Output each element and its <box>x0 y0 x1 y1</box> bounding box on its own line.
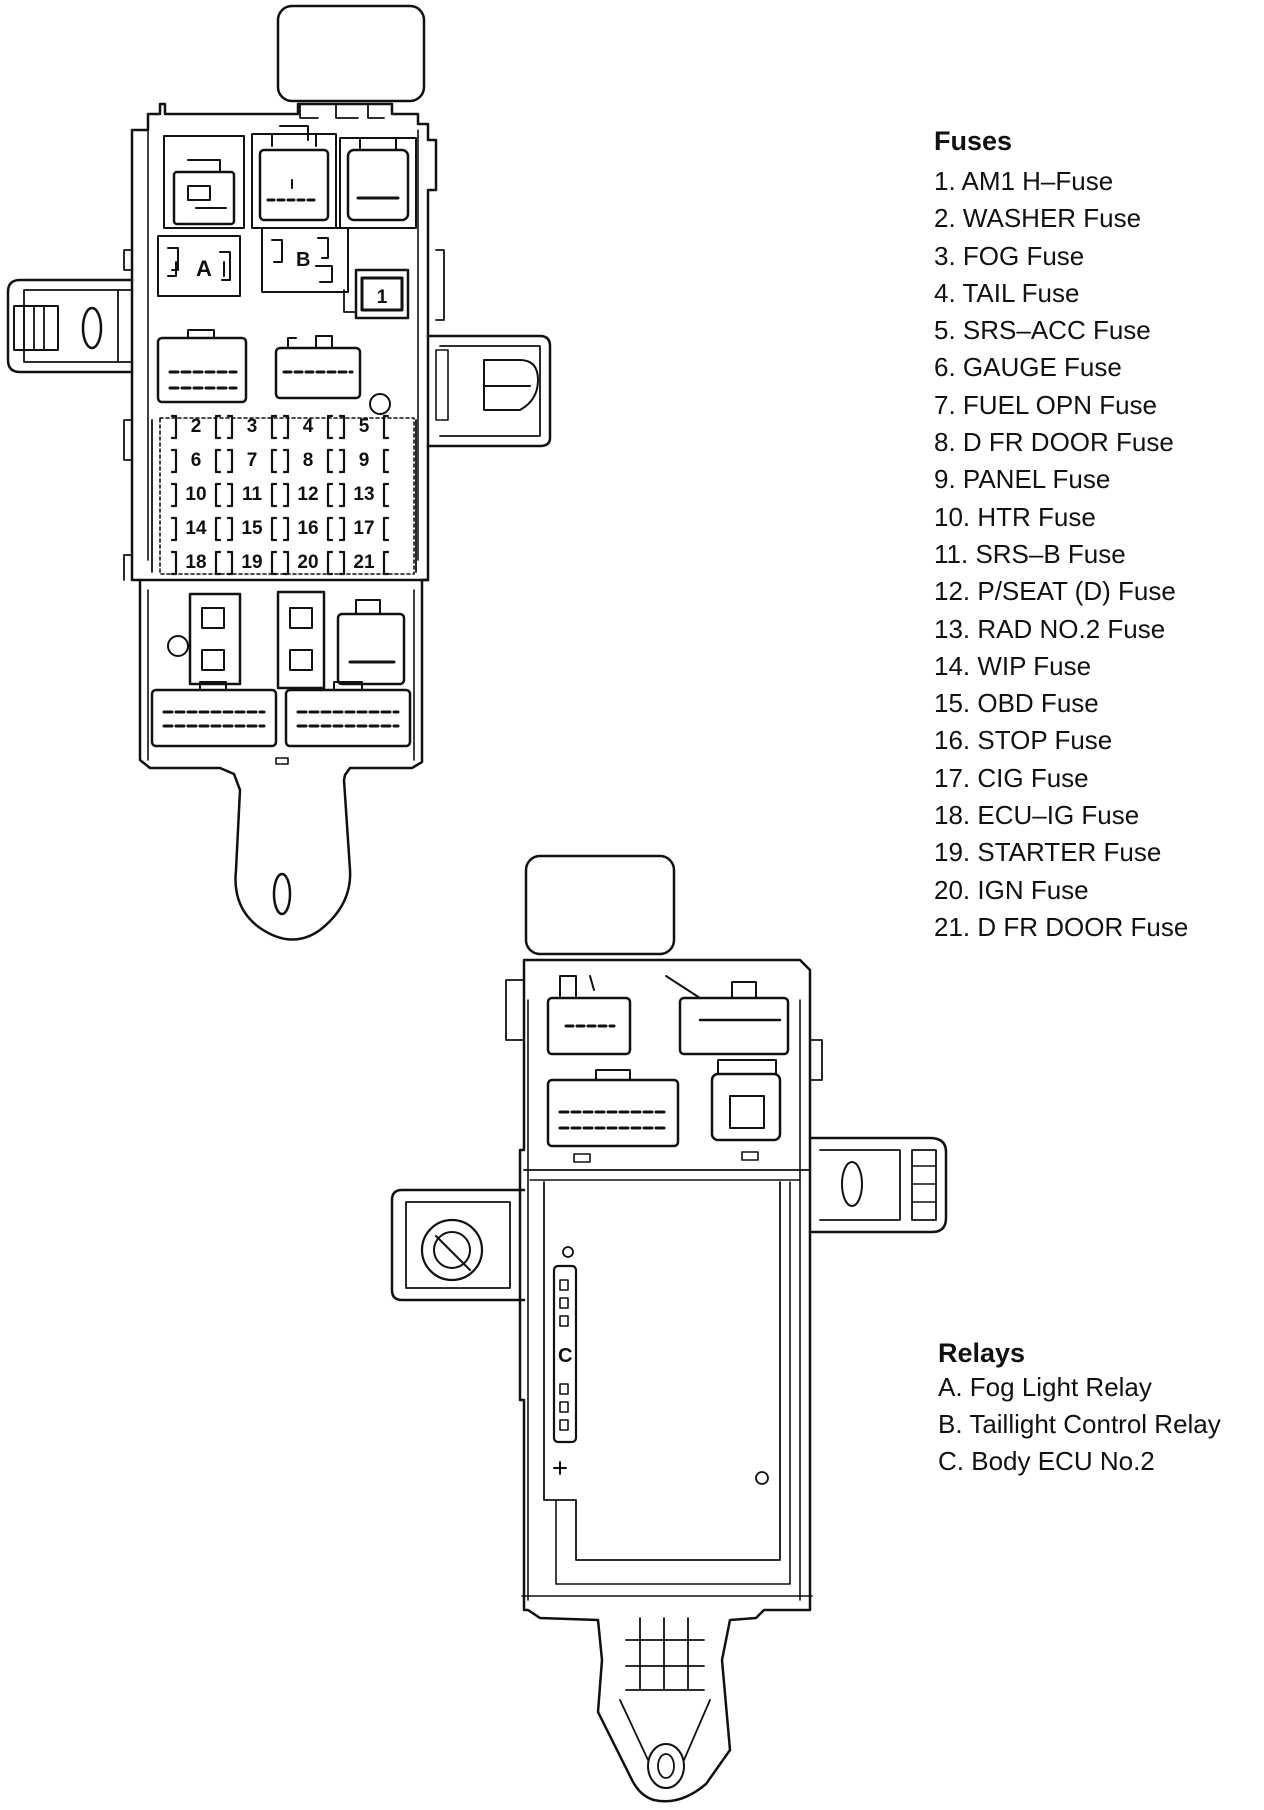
relays-legend: Relays A. Fog Light Relay B. Taillight Co… <box>938 1337 1221 1480</box>
fuse-number-label: 11 <box>242 484 263 505</box>
fuse-slot-bracket <box>226 550 278 576</box>
fuse-number-label: 20 <box>297 552 318 573</box>
legend-item: 1. AM1 H–Fuse <box>934 166 1114 196</box>
fuse-number-label: 9 <box>359 450 370 471</box>
legend-item: C. Body ECU No.2 <box>938 1446 1155 1476</box>
top-cap <box>276 4 426 103</box>
legend-item: 14. WIP Fuse <box>934 650 1092 681</box>
fuse-slot-bracket <box>170 516 222 542</box>
legend-item: 16. STOP Fuse <box>934 725 1113 756</box>
fuse-number-label: 7 <box>247 450 258 471</box>
legend-item: 4. TAIL Fuse <box>934 277 1080 308</box>
right-bracket <box>426 334 552 448</box>
legend-item: 20. IGN Fuse <box>934 874 1089 905</box>
fuse-number-label: 14 <box>185 518 207 539</box>
fuse-number-label: 21 <box>353 552 375 573</box>
fuse-slot-bracket <box>338 414 390 440</box>
left-bracket <box>390 1188 526 1302</box>
fuse-1-socket <box>354 268 410 320</box>
legend-item: 13. RAD NO.2 Fuse <box>934 613 1166 644</box>
fuse-slot-bracket <box>282 482 334 508</box>
fuse-slot-bracket <box>226 448 278 474</box>
fuse-number-label: 17 <box>353 518 374 539</box>
fuse-slot-bracket <box>338 516 390 542</box>
legend-item: 15. OBD Fuse <box>934 688 1099 719</box>
relay-c-label: C <box>558 1345 572 1367</box>
left-bracket <box>6 278 134 374</box>
relay-b-label: B <box>296 249 310 271</box>
fuse-number-label: 13 <box>353 484 374 505</box>
legend-item: 5. SRS–ACC Fuse <box>934 315 1151 346</box>
fuse-slot-bracket <box>282 414 334 440</box>
relays-list: A. Fog Light Relay B. Taillight Control R… <box>938 1369 1221 1480</box>
fuse-number-label: 12 <box>297 484 318 505</box>
legend-item: 3. FOG Fuse <box>934 240 1085 271</box>
fuse-slot-bracket <box>226 516 278 542</box>
fuse-slot-bracket <box>282 516 334 542</box>
top-cap <box>524 854 676 956</box>
fuse-number-label: 18 <box>185 552 206 573</box>
fuse-slot-bracket <box>338 482 390 508</box>
legend-item: B. Taillight Control Relay <box>938 1409 1221 1439</box>
fuse-number-label: 3 <box>247 416 258 437</box>
front-fuse-box <box>6 4 552 941</box>
fuse-slot-bracket <box>226 414 278 440</box>
fuse-number-label: 1 <box>377 287 388 308</box>
fuse-number-label: 8 <box>303 450 314 471</box>
fuse-slot-bracket <box>170 414 222 440</box>
fuse-slot-bracket <box>282 550 334 576</box>
legend-item: 19. STARTER Fuse <box>934 837 1162 868</box>
legend-item: 2. WASHER Fuse <box>934 203 1142 234</box>
legend-item: 9. PANEL Fuse <box>934 464 1111 495</box>
fuses-legend: Fuses 1. AM1 H–Fuse 2. WASHER Fuse 3. FOG … <box>934 126 1188 946</box>
fuse-number-label: 16 <box>297 518 318 539</box>
fuse-number-label: 2 <box>191 416 202 437</box>
legend-item: 18. ECU–IG Fuse <box>934 800 1140 831</box>
legend-item: 21. D FR DOOR Fuse <box>934 911 1189 942</box>
box-outline <box>130 102 438 941</box>
fuse-slot-bracket <box>338 448 390 474</box>
legend-item: 6. GAUGE Fuse <box>934 352 1122 383</box>
fuse-number-label: 15 <box>241 518 263 539</box>
fuses-legend-title: Fuses <box>934 126 1013 156</box>
box-outline <box>518 958 812 1803</box>
fuse-slot-bracket <box>226 482 278 508</box>
legend-item: 10. HTR Fuse <box>934 501 1096 532</box>
fuse-number-label: 4 <box>303 416 314 437</box>
fuse-slot-bracket <box>170 448 222 474</box>
fuse-slot-bracket <box>338 550 390 576</box>
rear-fuse-box <box>390 854 948 1803</box>
relay-b-socket <box>261 227 349 293</box>
relay-a-label: A <box>196 256 212 281</box>
fuses-list: 1. AM1 H–Fuse 2. WASHER Fuse 3. FOG Fuse 4.… <box>934 163 1188 946</box>
body-ecu-strip <box>552 1264 578 1444</box>
fuse-slot-bracket <box>170 482 222 508</box>
legend-item: 7. FUEL OPN Fuse <box>934 389 1157 420</box>
legend-item: 11. SRS–B Fuse <box>934 538 1126 569</box>
fuse-slot-bracket <box>170 550 222 576</box>
legend-item: 17. CIG Fuse <box>934 762 1089 793</box>
relays-legend-title: Relays <box>938 1338 1026 1368</box>
fuse-number-label: 5 <box>359 416 370 437</box>
legend-item: 8. D FR DOOR Fuse <box>934 427 1174 458</box>
fuse-slot-bracket <box>282 448 334 474</box>
fuse-number-label: 6 <box>191 450 202 471</box>
legend-item: 12. P/SEAT (D) Fuse <box>934 576 1176 607</box>
fuse-number-label: 19 <box>241 552 262 573</box>
legend-item: A. Fog Light Relay <box>938 1372 1152 1402</box>
relay-a-socket <box>157 235 241 297</box>
fuse-number-label: 10 <box>185 484 206 505</box>
right-bracket <box>808 1136 948 1234</box>
